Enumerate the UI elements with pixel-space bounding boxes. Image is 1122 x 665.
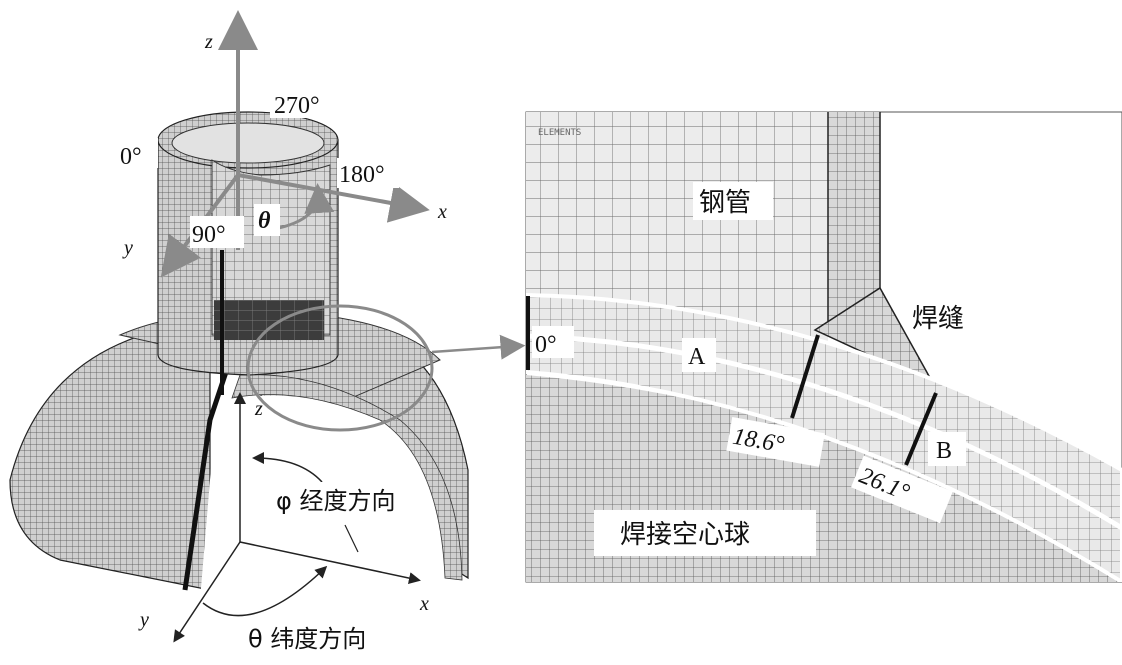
steel-tube-label: 钢管 <box>699 188 751 218</box>
label-bg-sphere <box>594 510 816 556</box>
axis-y-bottom-label: y <box>138 609 149 631</box>
axis-x-bottom <box>239 541 421 584</box>
label-bg-90 <box>190 216 244 248</box>
angle-270-label: 270° <box>274 93 320 119</box>
elements-tag: ELEMENTS <box>538 128 581 138</box>
detail-circle <box>246 304 434 432</box>
label-bg-0-right <box>532 326 574 358</box>
angle-0-label-left: 0° <box>120 144 142 170</box>
label-bg-26-1 <box>850 455 953 524</box>
axis-y-top-label: y <box>122 237 133 259</box>
shell-band-midline <box>526 333 1122 531</box>
tube-inner-opening <box>171 122 325 164</box>
axis-y-bottom <box>173 541 241 643</box>
tube-wall-mesh <box>828 112 880 322</box>
theta-symbol-top: θ <box>258 208 271 234</box>
label-bg-b <box>928 432 966 466</box>
phi-arc <box>252 452 323 483</box>
axis-x-top-label: x <box>437 201 447 223</box>
inner-shell-band <box>231 374 463 581</box>
label-bg-theta <box>254 204 280 236</box>
axis-z-top-label: z <box>204 31 213 53</box>
region-a-label: A <box>688 344 706 370</box>
phi-leader <box>344 524 359 553</box>
axis-x-bottom-label: x <box>419 593 429 615</box>
angle-90-label: 90° <box>192 222 226 248</box>
phi-longitude-label: φ 经度方向 <box>276 487 395 515</box>
sphere-label: 焊接空心球 <box>620 520 750 550</box>
theta-latitude-label: θ 纬度方向 <box>248 625 366 653</box>
label-bg-steel-tube <box>693 182 773 220</box>
region-b-label: B <box>936 438 952 464</box>
label-bg-270 <box>270 88 350 118</box>
label-bg-a <box>682 338 716 372</box>
label-bg-180 <box>337 158 399 188</box>
angle-180-label: 180° <box>339 162 385 188</box>
weld-label: 焊缝 <box>912 304 964 334</box>
label-bg-18-6 <box>726 417 825 467</box>
angle-0-label-right: 0° <box>535 332 557 358</box>
tube-cutaway <box>211 159 331 336</box>
label-bg-phi <box>272 482 422 516</box>
right-figure: ELEMENTS 钢管 焊缝 0° A B 18.6° 26.1° 焊接空心球 <box>525 111 1122 583</box>
label-bg-0 <box>118 138 158 168</box>
axis-z-bottom-label: z <box>254 398 263 420</box>
left-figure: z x y 270° 0° 180° 90° θ z x y φ 经度方向 θ … <box>9 10 526 653</box>
section-line-18-6 <box>790 334 820 419</box>
shell-band <box>526 292 1122 582</box>
detail-pointer-arrow <box>431 334 526 360</box>
theta-arc-bottom <box>202 565 328 617</box>
tube-inner-dark <box>214 300 324 340</box>
section-line-26-1 <box>904 392 938 466</box>
